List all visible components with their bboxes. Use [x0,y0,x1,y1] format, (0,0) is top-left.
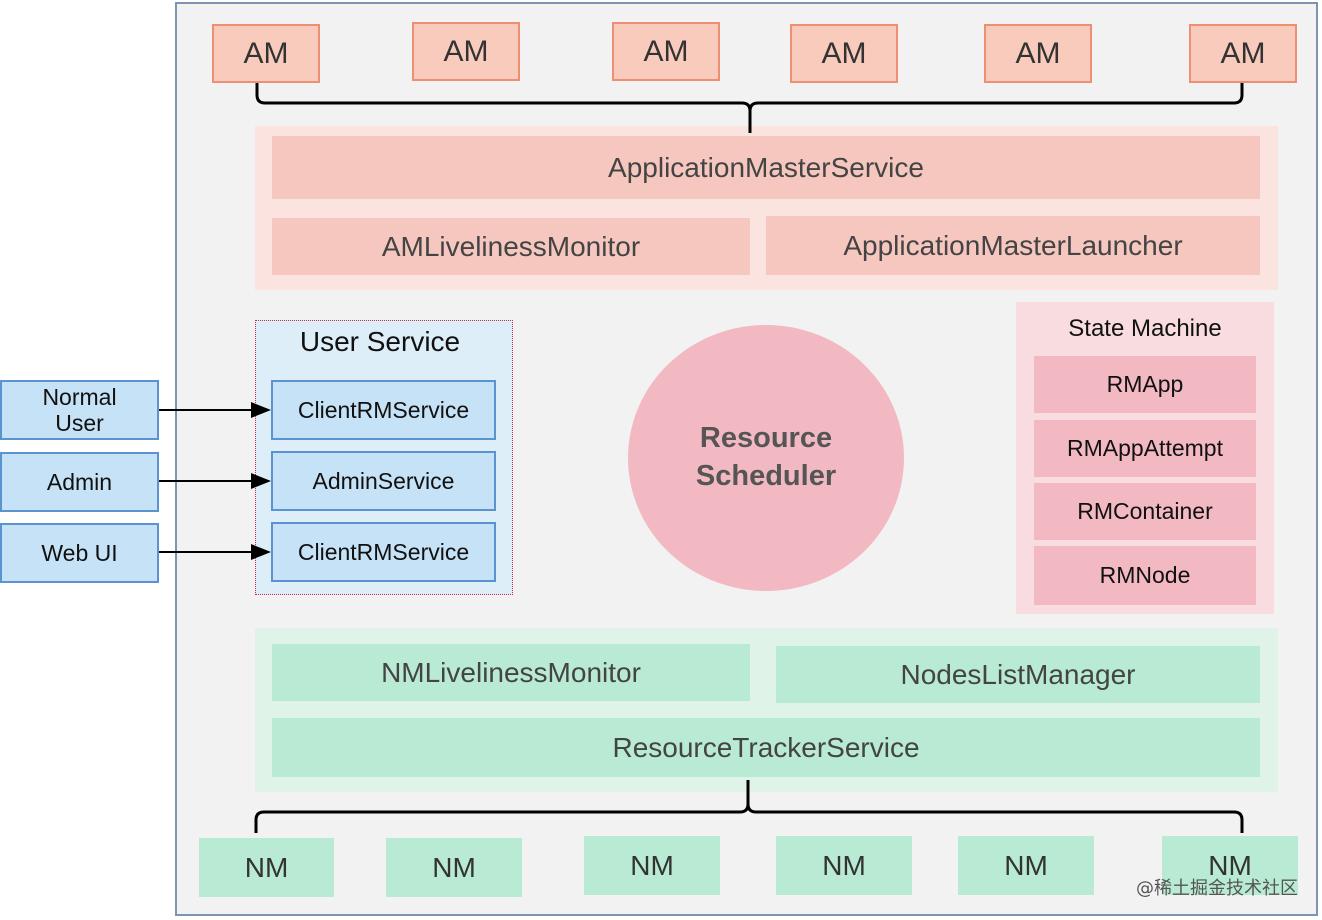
nm-node-5: NM [958,836,1094,895]
resource-scheduler: Resource Scheduler [628,325,904,591]
client-admin: Admin [0,452,159,512]
am-node-3: AM [612,22,720,81]
state-rmnode: RMNode [1034,546,1256,605]
client-normal-user: Normal User [0,380,159,440]
admin-service: AdminService [271,451,496,511]
am-node-5: AM [984,24,1092,83]
nm-node-4: NM [776,836,912,895]
am-bracket [255,83,1244,133]
am-node-6: AM [1189,24,1297,83]
resource-tracker-service: ResourceTrackerService [272,718,1260,777]
resource-scheduler-line2: Scheduler [695,460,837,492]
application-master-launcher: ApplicationMasterLauncher [766,216,1260,275]
resource-scheduler-line1: Resource [699,422,833,455]
state-machine-title: State Machine [1068,315,1222,342]
state-rmcontainer: RMContainer [1034,483,1256,540]
am-node-1: AM [212,24,320,83]
nm-node-1: NM [199,838,334,897]
watermark: @稀土掘金技术社区 [1136,878,1298,899]
am-liveliness-monitor: AMLivelinessMonitor [272,218,750,275]
nodes-list-manager: NodesListManager [776,646,1260,703]
user-service-title: User Service [299,326,461,357]
am-node-2: AM [412,22,520,81]
client-web-ui: Web UI [0,523,159,583]
client-normal-user-line2: User [55,410,104,436]
am-node-4: AM [790,24,898,83]
nm-liveliness-monitor: NMLivelinessMonitor [272,644,750,701]
nm-node-3: NM [584,836,720,895]
client-rm-service-2: ClientRMService [271,522,496,582]
nm-node-6: NM [1162,836,1298,895]
client-web-ui-label: Web UI [41,539,118,566]
nm-bracket [254,780,1244,833]
application-master-service: ApplicationMasterService [272,136,1260,199]
nm-node-2: NM [386,838,522,897]
state-rmapp: RMApp [1034,356,1256,413]
state-rmappattempt: RMAppAttempt [1034,420,1256,477]
client-normal-user-line1: Normal [42,383,117,410]
client-admin-label: Admin [46,468,113,495]
client-rm-service-1: ClientRMService [271,380,496,440]
